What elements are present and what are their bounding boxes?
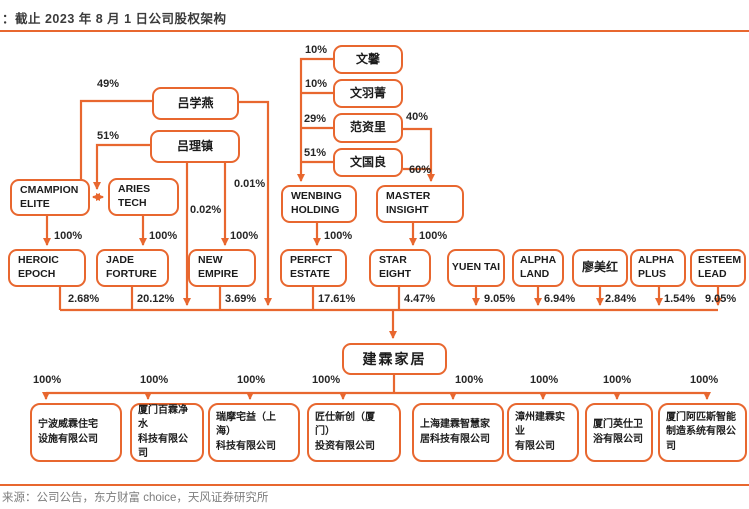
pct-jade-to-company: 20.12% <box>137 293 175 305</box>
node-alpha-land: ALPHA LAND <box>512 249 564 287</box>
pct-master-to-stareight: 100% <box>419 230 448 242</box>
pct-company-to-sub4: 100% <box>312 374 341 386</box>
pct-aries-to-jade: 100% <box>149 230 178 242</box>
node-yuen-tai: YUEN TAI <box>447 249 505 287</box>
node-perfct-estate: PERFCT ESTATE <box>280 249 347 287</box>
pct-company-to-sub1: 100% <box>33 374 62 386</box>
node-alpha-plus: ALPHA PLUS <box>630 249 686 287</box>
pct-heroic-to-company: 2.68% <box>68 293 100 305</box>
pct-alphaplus-to-company: 1.54% <box>664 293 696 305</box>
pct-newempire-to-company: 3.69% <box>225 293 257 305</box>
node-star-eight: STAR EIGHT <box>369 249 431 287</box>
node-company-jianlin: 建霖家居 <box>342 343 447 375</box>
node-wenbing-holding: WENBING HOLDING <box>281 185 357 223</box>
pct-yuentai-to-company: 9.05% <box>484 293 516 305</box>
node-sub-xiamen-apisi: 厦门阿匹斯智能 制造系统有限公司 <box>658 403 747 462</box>
pct-company-to-sub6: 100% <box>530 374 559 386</box>
node-liaomeihong: 廖美红 <box>572 249 628 287</box>
pct-wenguoliang-to-wenbing: 51% <box>304 147 327 159</box>
node-sub-ningbo-weilin: 宁波威霖住宅 设施有限公司 <box>30 403 122 462</box>
pct-company-to-sub7: 100% <box>603 374 632 386</box>
node-cmampion-elite: CMAMPION ELITE <box>10 179 90 216</box>
pct-alphaland-to-company: 6.94% <box>544 293 576 305</box>
pct-lvxueyan-group: 49% <box>97 78 120 90</box>
node-wenxin: 文馨 <box>333 45 403 74</box>
pct-perfct-to-company: 17.61% <box>318 293 356 305</box>
node-aries-tech: ARIES TECH <box>108 178 179 216</box>
pct-company-to-sub2: 100% <box>140 374 169 386</box>
pct-fanzili-to-wenbing: 29% <box>304 113 327 125</box>
pct-lvlizhen-to-company: 0.02% <box>190 204 222 216</box>
node-wenyujing: 文羽菁 <box>333 79 403 108</box>
pct-stareight-to-company: 4.47% <box>404 293 436 305</box>
node-jade-forture: JADE FORTURE <box>96 249 169 287</box>
pct-company-to-sub5: 100% <box>455 374 484 386</box>
node-esteem-lead: ESTEEM LEAD <box>690 249 746 287</box>
node-sub-shanghai-jianlin: 上海建霖智慧家 居科技有限公司 <box>412 403 504 462</box>
node-fanzili: 范资里 <box>333 113 403 143</box>
node-sub-zhangzhou-jianlin: 漳州建霖实业 有限公司 <box>507 403 579 462</box>
pct-lvxueyan-to-company: 0.01% <box>234 178 266 190</box>
pct-company-to-sub8: 100% <box>690 374 719 386</box>
node-wenguoliang: 文国良 <box>333 148 403 177</box>
pct-wenxin-to-wenbing: 10% <box>305 44 328 56</box>
node-sub-jiangshi-xinchuang: 匠仕新创（厦门） 投资有限公司 <box>307 403 401 462</box>
pct-fanzili-to-master: 40% <box>406 111 429 123</box>
pct-wenbing-to-perfct: 100% <box>324 230 353 242</box>
node-sub-xiamen-yingshi: 厦门英仕卫 浴有限公司 <box>585 403 653 462</box>
source-note: 来源：公司公告，东方财富 choice，天风证券研究所 <box>2 492 269 504</box>
pct-company-to-sub3: 100% <box>237 374 266 386</box>
node-master-insight: MASTER INSIGHT <box>376 185 464 223</box>
node-lvlizhen: 吕理镇 <box>150 130 240 163</box>
node-sub-ruimo-zhaiyi: 瑞摩宅益（上海） 科技有限公司 <box>208 403 300 462</box>
title-divider <box>0 30 749 32</box>
footer-divider <box>0 484 749 486</box>
node-sub-xiamen-bailin: 厦门百霖净水 科技有限公司 <box>130 403 204 462</box>
pct-liaomeihong-to-company: 2.84% <box>605 293 637 305</box>
pct-lvlizhen-to-newempire: 100% <box>230 230 259 242</box>
pct-wenguoliang-to-master: 60% <box>409 164 432 176</box>
node-lvxueyan: 吕学燕 <box>152 87 239 120</box>
node-new-empire: NEW EMPIRE <box>188 249 256 287</box>
node-heroic-epoch: HEROIC EPOCH <box>8 249 86 287</box>
pct-cmampion-to-heroic: 100% <box>54 230 83 242</box>
pct-lvlizhen-group: 51% <box>97 130 120 142</box>
pct-esteem-to-company: 9.05% <box>705 293 737 305</box>
figure-title: ：截止 2023 年 8 月 1 日公司股权架构 <box>2 12 227 26</box>
pct-wenyujing-to-wenbing: 10% <box>305 78 328 90</box>
